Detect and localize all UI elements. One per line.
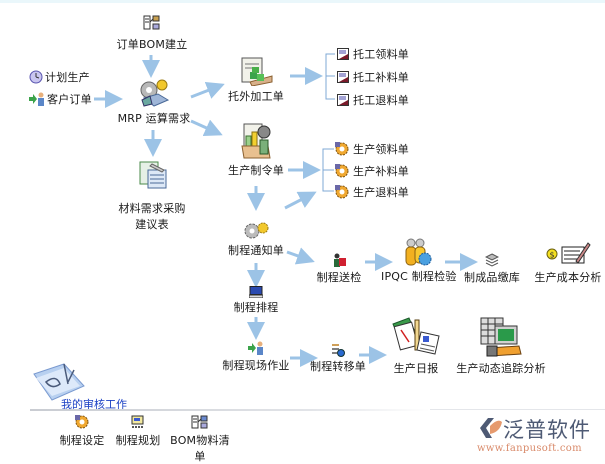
node-order-bom[interactable]: 订单BOM建立 [116,14,188,52]
panel-item-process-settings[interactable]: 制程设定 [58,415,106,448]
computer-icon [249,286,263,298]
brand-url: www.fanpusoft.com [477,443,582,454]
node-ipqc[interactable]: IPQC 制程检验 [381,238,456,284]
node-label: 制程排程 [233,301,279,314]
bom-icon [191,415,208,429]
top-border [0,0,605,3]
outsource-form-2[interactable]: 托工退料单 [337,92,409,108]
form-icon [337,48,349,60]
arrow-mrp-outsource [190,82,225,99]
node-label: 计划生产 [45,71,90,84]
form-label: 生产补料单 [353,165,409,178]
spreadsheet-icon [139,161,167,189]
brand-name: 泛普软件 [503,418,591,442]
node-label: 托外加工单 [228,90,284,103]
node-production-order[interactable]: 生产制令单 [222,122,290,178]
node-process-onsite[interactable]: 制程现场作业 [219,341,293,373]
stack-icon [485,253,499,267]
form-label: 生产退料单 [353,186,409,199]
node-label: 生产日报 [393,362,439,375]
node-label: 制程现场作业 [222,359,290,372]
node-process-schedule[interactable]: 制程排程 [226,286,286,315]
panel-item-label: 制程设定 [59,434,105,447]
node-label: 制成品缴库 [464,271,520,284]
review-panel-title: 我的审核工作 [61,398,127,411]
node-label: 订单BOM建立 [116,38,188,51]
production-form-0[interactable]: 生产领料单 [335,141,409,157]
node-label-line2: 建议表 [135,218,169,231]
form-label: 生产领料单 [353,143,409,156]
review-notebook-icon [33,363,85,401]
gears-icon [244,222,269,239]
node-process-notice[interactable]: 制程通知单 [222,221,290,258]
bracket-outsource [325,53,335,100]
node-label: 制程通知单 [228,244,284,257]
panel-divider-right [430,409,605,410]
node-dynamic-tracking[interactable]: 生产动态追踪分析 [453,316,549,376]
users-gear-icon [405,238,432,266]
node-label: IPQC 制程检验 [381,270,457,283]
bom-icon [143,15,160,30]
node-process-inspection[interactable]: 制程送检 [313,253,365,285]
node-cost-analysis[interactable]: $ 生产成本分析 [532,241,604,285]
panel-item-label: 制程规划 [115,434,161,447]
arrow-mrp-production [190,119,223,137]
production-order-icon [241,123,271,159]
node-label: 制程送检 [316,271,362,284]
gear-icon [335,142,349,156]
bracket-production [322,148,334,192]
arrow-notice-inspection [286,247,315,265]
node-process-transfer[interactable]: 制程转移单 [309,343,367,374]
inspection-icon [334,253,346,267]
node-plan-production[interactable]: 计划生产 [29,69,90,85]
panel-item-process-planning[interactable]: 制程规划 [114,415,162,448]
form-label: 托工领料单 [353,48,409,61]
outsource-icon [241,57,273,86]
panel-item-bom[interactable]: BOM物料清单 [165,415,235,464]
node-label-line1: 材料需求采购 [118,202,186,215]
planning-icon [131,415,144,428]
arrow-notice-forms [284,191,317,210]
panel-divider [30,409,430,411]
node-mrp[interactable]: MRP 运算需求 [112,78,196,126]
node-label: 制程转移单 [310,360,366,373]
node-outsource-order[interactable]: 托外加工单 [222,56,290,104]
user-arrow-icon [29,92,44,106]
gear-icon [335,164,349,178]
gear-icon [335,185,349,199]
node-customer-order[interactable]: 客户订单 [29,91,92,107]
node-material-purchase[interactable]: 材料需求采购 建议表 [104,160,200,232]
panel-item-label: BOM物料清单 [170,434,230,463]
transfer-icon [332,344,345,357]
node-daily-report[interactable]: 生产日报 [386,316,446,376]
fanpu-logo-icon [480,418,502,438]
production-form-2[interactable]: 生产退料单 [335,184,409,200]
tracking-icon [480,317,522,357]
production-form-1[interactable]: 生产补料单 [335,163,409,179]
user-arrow-icon [248,341,263,355]
node-label: 生产制令单 [228,164,284,177]
clock-icon [29,70,43,84]
svg-text:$: $ [550,251,555,260]
node-label: MRP 运算需求 [117,112,191,125]
node-label: 生产动态追踪分析 [456,362,546,375]
node-label: 客户订单 [47,93,92,106]
gear-icon [75,415,89,429]
form-icon [337,71,349,83]
node-label: 生产成本分析 [534,271,602,284]
daily-report-icon [392,317,440,355]
cost-icon: $ [546,242,591,264]
outsource-form-0[interactable]: 托工领料单 [337,46,409,62]
form-label: 托工退料单 [353,94,409,107]
form-icon [337,94,349,106]
form-label: 托工补料单 [353,71,409,84]
gear-icon [140,79,170,107]
outsource-form-1[interactable]: 托工补料单 [337,69,409,85]
node-finished-storage[interactable]: 制成品缴库 [462,253,522,285]
